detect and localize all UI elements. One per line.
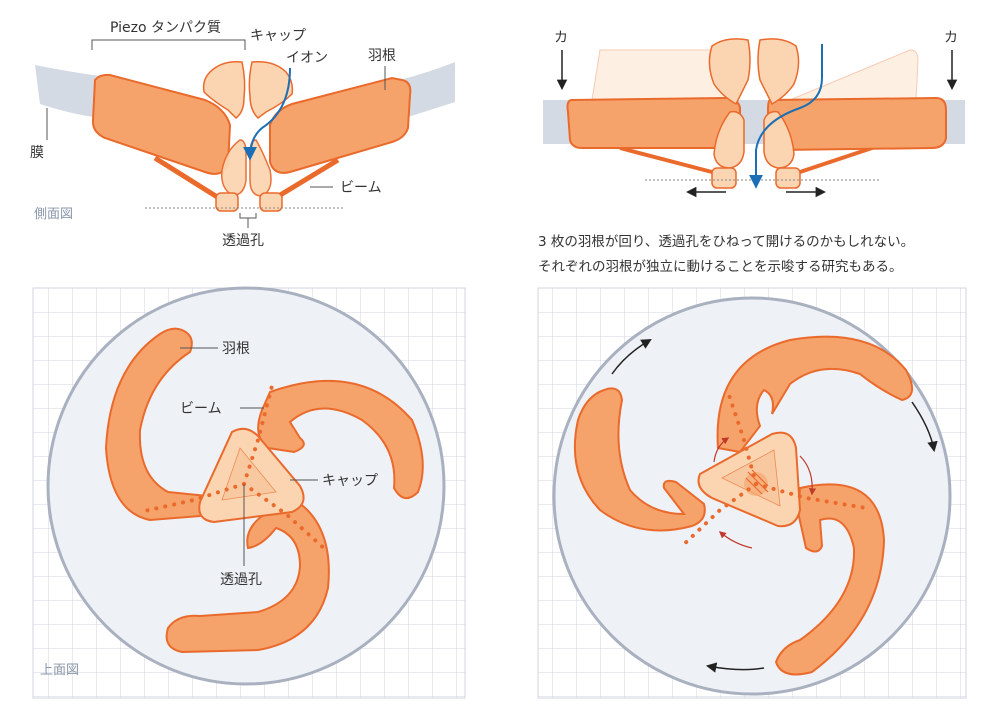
foot-right: [259, 192, 283, 212]
force-label-left: カ: [554, 30, 568, 46]
blade-left: [566, 96, 741, 149]
rotation-arrow-top: [611, 338, 652, 375]
cap-left: [202, 60, 246, 119]
label-ion: イオン: [286, 50, 328, 66]
rotation-arrow-right: [911, 401, 938, 453]
caption-line-2: それぞれの羽根が独立に動けることを示唆する研究もある。: [538, 259, 903, 275]
top-view-panel: 羽根 ビーム キャップ 透過孔 上面図: [32, 286, 466, 699]
membrane-band-right: [400, 62, 455, 118]
twist-arrow-2: [799, 455, 817, 496]
beam-right: [799, 146, 873, 174]
pore-right: [249, 139, 272, 197]
blade-a: [573, 387, 706, 532]
membrane-band-left: [35, 65, 100, 118]
rotated-top-view-panel: [537, 287, 967, 699]
label-pore: 透過孔: [220, 572, 262, 588]
twist-arrow-1: [713, 437, 730, 463]
ion-arrow: [243, 67, 291, 161]
beam-left: [619, 146, 713, 174]
pore-bracket: [239, 213, 257, 228]
blade-b: [716, 335, 913, 454]
beam-left: [153, 155, 224, 203]
beam-dots: [138, 384, 328, 552]
force-view-panel: カ カ 3 枚の羽根が回り、透過孔をひねって開けるのかもしれない。 それぞれの羽…: [538, 30, 965, 275]
label-cap: キャップ: [250, 28, 306, 44]
foot-left: [215, 192, 239, 212]
cap-left: [708, 38, 751, 106]
beam-right: [270, 157, 340, 203]
side-view-title: 側面図: [34, 207, 73, 222]
blade-2: [257, 379, 424, 499]
label-blade: 羽根: [222, 341, 250, 357]
rotation-arrow-bottom: [705, 662, 765, 673]
force-label-right: カ: [944, 30, 958, 46]
side-view-panel: Piezo タンパク質 キャップ イオン 羽根 膜 ビーム 透過孔 側面図: [30, 20, 455, 249]
ghost-previous-state: [591, 49, 919, 113]
cap-right: [248, 60, 294, 119]
ion-arrow: [749, 44, 823, 189]
blade-c: [774, 483, 886, 676]
blade-3: [165, 500, 330, 654]
label-pore: 透過孔: [222, 233, 264, 249]
pore-right: [763, 110, 795, 169]
cap-right: [757, 38, 800, 106]
label-membrane: 膜: [30, 145, 44, 161]
twist-arrow-3: [718, 531, 753, 549]
label-blade: 羽根: [368, 48, 396, 64]
foot-left: [711, 167, 737, 189]
label-piezo: Piezo タンパク質: [110, 20, 221, 36]
top-view-title: 上面図: [40, 663, 79, 678]
caption-line-1: 3 枚の羽根が回り、透過孔をひねって開けるのかもしれない。: [538, 234, 914, 250]
foot-right: [775, 167, 801, 189]
beam-dots: [678, 390, 868, 550]
label-beam: ビーム: [340, 180, 382, 196]
blade-right: [767, 96, 947, 152]
label-beam: ビーム: [180, 401, 222, 417]
label-cap: キャップ: [322, 473, 378, 489]
piezo-bracket: [91, 39, 246, 50]
